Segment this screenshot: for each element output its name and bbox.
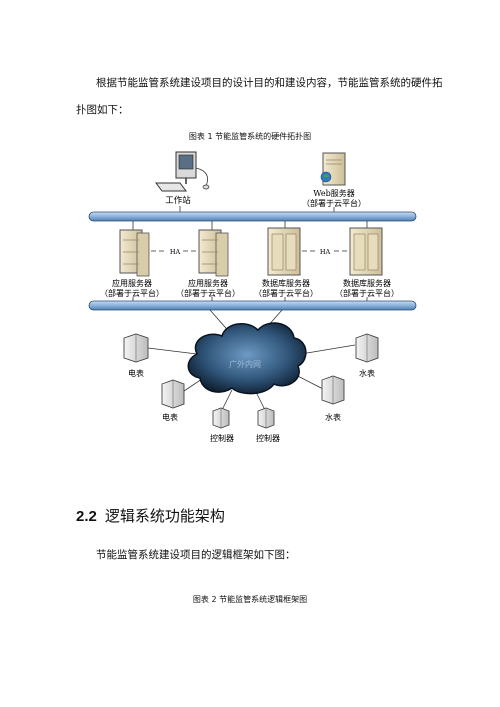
db-server-2-note: （部署于云平台） <box>335 288 399 298</box>
ha-label-1: HA <box>170 248 181 256</box>
water-meter-1-label: 水表 <box>359 368 375 378</box>
figure-1-caption: 图表 1 节能监管系统的硬件拓扑图 <box>188 132 312 141</box>
top-network-bus <box>88 211 417 222</box>
section-heading: 2.2 逻辑系统功能架构 <box>76 505 225 526</box>
workstation-icon <box>155 151 210 192</box>
app-server-1-icon <box>119 229 150 277</box>
controller-2-label: 控制器 <box>256 433 280 443</box>
web-server-icon <box>320 152 346 186</box>
web-server-label: Web服务器 <box>313 188 354 198</box>
web-server-note: （部署于云平台） <box>302 198 366 208</box>
intranet-cloud <box>187 322 307 395</box>
db-server-2-label: 数据库服务器 <box>343 278 391 288</box>
electric-meter-2-icon <box>161 379 185 409</box>
electric-meter-1-icon <box>123 333 149 363</box>
paragraph-2: 节能监管系统建设项目的逻辑框架如下图： <box>96 549 296 561</box>
db-server-1-label: 数据库服务器 <box>262 278 310 288</box>
intro-line-1: 根据节能监管系统建设项目的设计目的和建设内容，节能监管系统的硬件拓 <box>96 77 443 89</box>
figure-2-caption: 图表 2 节能监管系统逻辑框架图 <box>192 595 308 604</box>
app-server-2-label: 应用服务器 <box>188 278 228 288</box>
section-number: 2.2 <box>76 508 97 525</box>
app-server-2-icon <box>198 229 229 277</box>
controller-2-icon <box>257 407 275 429</box>
water-meter-1-icon <box>355 333 379 363</box>
bottom-network-bus <box>88 300 417 311</box>
section-title: 逻辑系统功能架构 <box>104 507 225 525</box>
ha-label-2: HA <box>320 248 331 256</box>
cloud-label: 广外内网 <box>229 359 261 369</box>
app-server-2-note: （部署于云平台） <box>176 288 240 298</box>
db-server-1-icon <box>267 227 301 276</box>
intro-line-2: 扑图如下： <box>76 104 129 116</box>
water-meter-2-icon <box>321 375 345 405</box>
app-server-1-note: （部署于云平台） <box>100 288 164 298</box>
app-server-1-label: 应用服务器 <box>112 278 152 288</box>
electric-meter-2-label: 电表 <box>162 412 178 422</box>
db-server-2-icon <box>349 227 383 276</box>
electric-meter-1-label: 电表 <box>128 368 144 378</box>
water-meter-2-label: 水表 <box>325 412 341 422</box>
hardware-topology-diagram: 工作站 Web服务器 （部署于云平台） 应用服务器 （部署于云平台） HA 应用… <box>88 151 417 443</box>
controller-1-icon <box>212 407 230 429</box>
workstation-label: 工作站 <box>165 195 191 206</box>
controller-1-label: 控制器 <box>210 433 234 443</box>
db-server-1-note: （部署于云平台） <box>254 288 318 298</box>
